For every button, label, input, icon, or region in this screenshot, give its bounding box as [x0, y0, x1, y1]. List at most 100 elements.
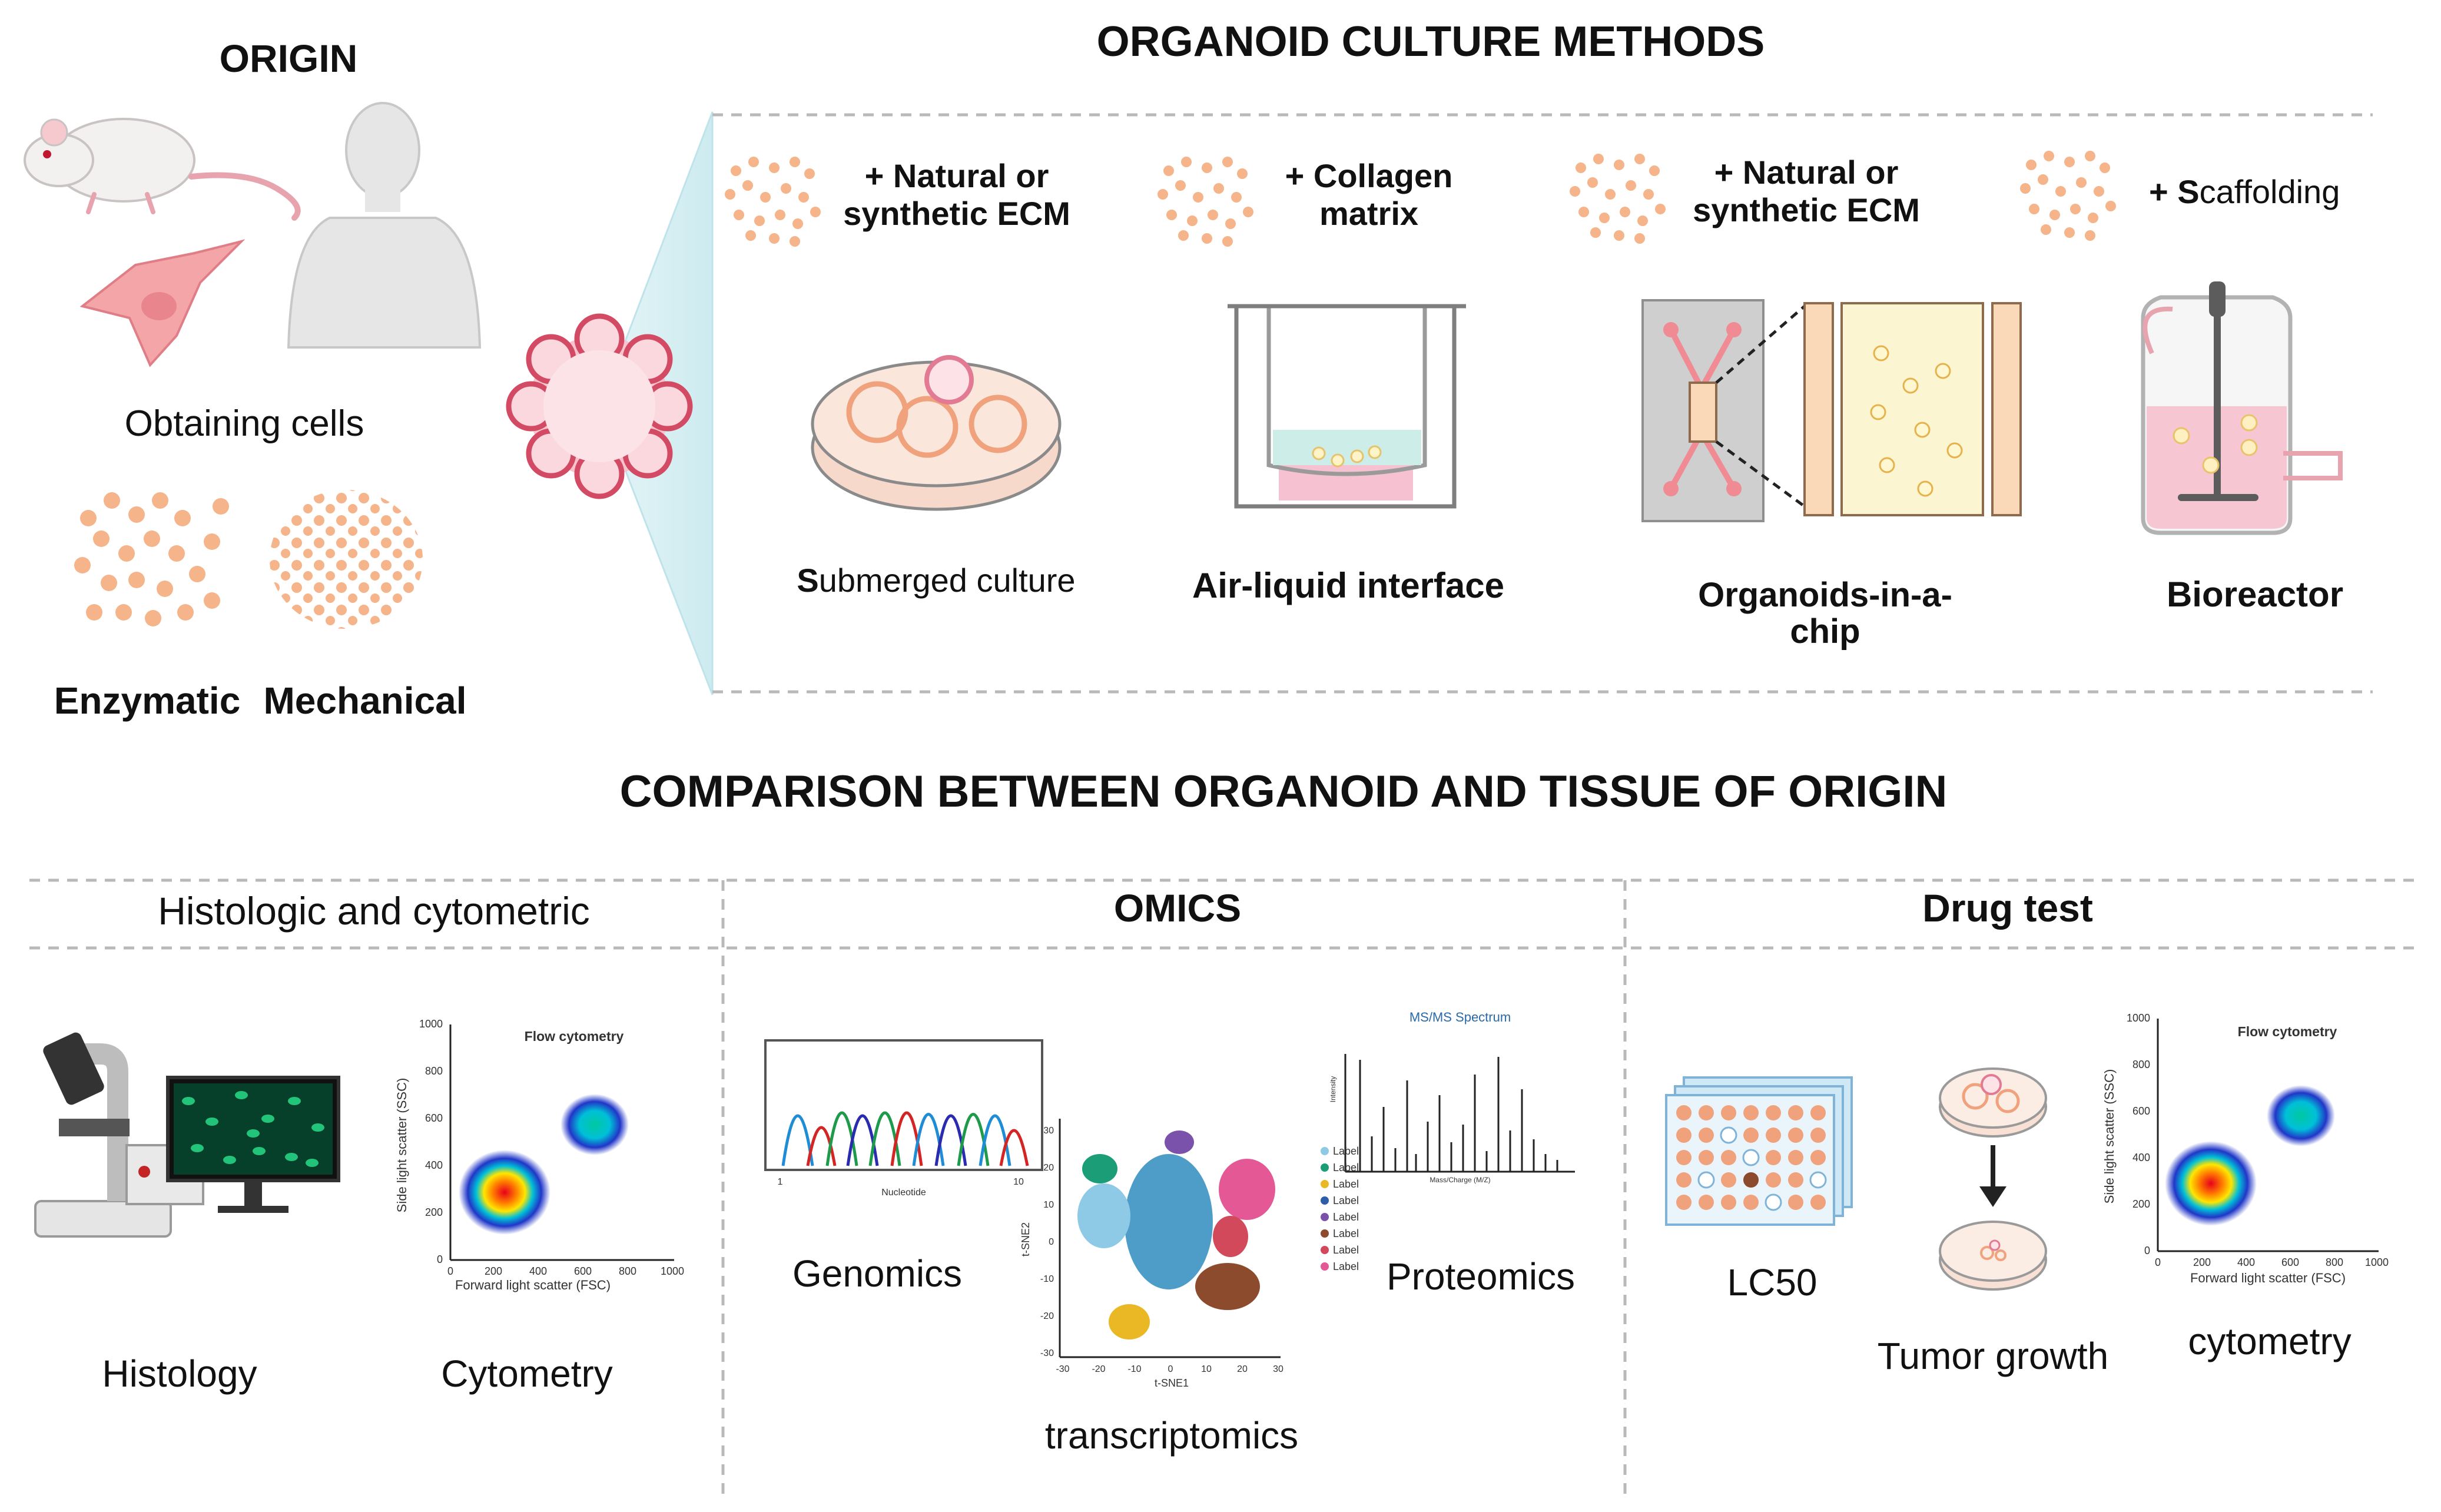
section3-heading: Drug test — [1922, 886, 2093, 930]
comparison-title: COMPARISON BETWEEN ORGANOID AND TISSUE O… — [620, 767, 1948, 817]
organoid-icon — [506, 313, 693, 499]
tsne-cluster-yellow — [1109, 1304, 1150, 1339]
section1-heading: Histologic and cytometric — [158, 889, 590, 933]
enzymatic-label: Enzymatic — [54, 679, 241, 722]
bioreactor-icon — [2141, 281, 2343, 535]
flow1-ytick: 200 — [425, 1206, 443, 1218]
human-icon — [287, 102, 482, 349]
genomics-label: Genomics — [792, 1252, 962, 1295]
culture-title: ORGANOID CULTURE METHODS — [1097, 18, 1765, 65]
flow1-ytick: 800 — [425, 1065, 443, 1077]
flow2-population-1 — [2165, 1141, 2257, 1226]
monitor-icon — [166, 1076, 340, 1213]
flow1-population-2 — [560, 1094, 629, 1155]
flow2-xtick: 200 — [2193, 1256, 2211, 1268]
tsne-xlabel: t-SNE1 — [1155, 1377, 1189, 1389]
mechanical-label: Mechanical — [263, 679, 466, 722]
transwell-icon — [1228, 304, 1466, 509]
flow1-xtick: 1000 — [661, 1265, 684, 1277]
tsne-ytick: -20 — [1040, 1311, 1054, 1321]
mechanical-cells — [270, 490, 423, 629]
tsne-ytick: -10 — [1040, 1274, 1054, 1284]
enzymatic-cells — [74, 492, 229, 626]
ms-legend-label: Label — [1333, 1195, 1359, 1206]
ms-legend-label: Label — [1333, 1162, 1359, 1173]
tsne-ytick: 0 — [1049, 1237, 1054, 1247]
tsne-cluster-teal — [1082, 1154, 1117, 1183]
method1-add-line1: + Natural or — [865, 157, 1049, 194]
flow1-ytick: 0 — [437, 1254, 443, 1265]
tsne-xtick: -20 — [1092, 1364, 1105, 1374]
microscope-icon — [34, 1032, 204, 1238]
flow2-ytick: 0 — [2144, 1245, 2150, 1256]
method1-name-rest: ubmerged culture — [819, 562, 1076, 599]
comparison-grid-lines — [29, 878, 2420, 1496]
method4-add-prefix: + S — [2149, 173, 2200, 210]
section2-heading: OMICS — [1114, 886, 1241, 930]
method1-name-initial: S — [797, 562, 818, 599]
tsne-cluster-red — [1213, 1216, 1248, 1257]
ms-legend-label: Label — [1333, 1261, 1359, 1272]
ms-title: MS/MS Spectrum — [1409, 1010, 1511, 1024]
cytometry-drug-label: cytometry — [2188, 1320, 2351, 1362]
method1-name: Submerged culture — [797, 562, 1075, 599]
tsne-cluster-purple — [1165, 1130, 1194, 1154]
flow2-xtick: 800 — [2326, 1256, 2343, 1268]
flow2-ytick: 1000 — [2127, 1012, 2150, 1024]
tsne-plot: t-SNE1 t-SNE2 -30 -20 -10 0 10 20 30 30 … — [1020, 1119, 1283, 1389]
flow2-xlabel: Forward light scatter (FSC) — [2190, 1271, 2346, 1285]
method4-add-rest: caffolding — [2200, 173, 2340, 210]
obtaining-cells-label: Obtaining cells — [125, 403, 364, 444]
flow1-ytick: 1000 — [419, 1018, 443, 1030]
flow2-ytick: 200 — [2132, 1198, 2150, 1210]
genomics-tick-start: 1 — [778, 1177, 783, 1187]
ms-xlabel: Mass/Charge (M/Z) — [1430, 1176, 1490, 1184]
flow2-ylabel: Side light scatter (SSC) — [2102, 1069, 2117, 1204]
flow1-ytick: 400 — [425, 1159, 443, 1171]
cytometry-label: Cytometry — [441, 1352, 613, 1395]
genomics-tick-end: 10 — [1013, 1177, 1024, 1187]
tsne-cluster-blue — [1125, 1154, 1213, 1289]
flow1-xtick: 0 — [447, 1265, 453, 1277]
tsne-xtick: 20 — [1237, 1364, 1248, 1374]
tumor-growth-label: Tumor growth — [1878, 1335, 2108, 1377]
method1-add-line2: synthetic ECM — [843, 195, 1070, 232]
tsne-ytick: 10 — [1043, 1200, 1054, 1210]
ms-legend: Label Label Label Label Label Label Labe… — [1321, 1145, 1359, 1272]
flow1-ytick: 600 — [425, 1112, 443, 1124]
ms-ylabel: Intensity — [1329, 1076, 1337, 1103]
tsne-ytick: 30 — [1043, 1126, 1054, 1136]
method3-name-line2: chip — [1790, 612, 1860, 651]
flow1-ylabel: Side light scatter (SSC) — [394, 1078, 409, 1213]
mouse-icon — [24, 118, 301, 221]
well-plate-icon — [1665, 1076, 1853, 1226]
flow-plot-1: Flow cytometry Forward light scatter (FS… — [394, 1018, 684, 1292]
method3-name-line1: Organoids-in-a- — [1698, 576, 1952, 614]
genomics-plot: 1 10 Nucleotide — [764, 1039, 1043, 1198]
origin-title: ORIGIN — [220, 37, 358, 80]
tsne-cluster-lightblue — [1077, 1183, 1130, 1248]
flow2-ytick: 400 — [2132, 1152, 2150, 1163]
flow2-xtick: 0 — [2155, 1256, 2161, 1268]
method3-add-line2: synthetic ECM — [1693, 191, 1920, 228]
chip-icon — [1641, 299, 2022, 522]
ms-legend-label: Label — [1333, 1178, 1359, 1190]
cell-icon — [79, 239, 246, 367]
tsne-xtick: -10 — [1127, 1364, 1141, 1374]
flow1-xtick: 600 — [574, 1265, 592, 1277]
ms-legend-label: Label — [1333, 1145, 1359, 1157]
flow2-population-2 — [2267, 1085, 2335, 1146]
ms-legend-label: Label — [1333, 1244, 1359, 1256]
flow1-population-1 — [459, 1150, 550, 1235]
flow1-xtick: 800 — [619, 1265, 636, 1277]
flow2-ytick: 600 — [2132, 1105, 2150, 1117]
ms-plot: MS/MS Spectrum Intensity Mass/Charge (M/… — [1321, 1010, 1575, 1272]
flow1-xtick: 400 — [529, 1265, 547, 1277]
method4-name: Bioreactor — [2167, 575, 2343, 614]
tsne-ytick: 20 — [1043, 1163, 1054, 1173]
histology-label: Histology — [102, 1352, 257, 1395]
transcriptomics-label: transcriptomics — [1045, 1414, 1298, 1457]
ms-legend-label: Label — [1333, 1228, 1359, 1239]
